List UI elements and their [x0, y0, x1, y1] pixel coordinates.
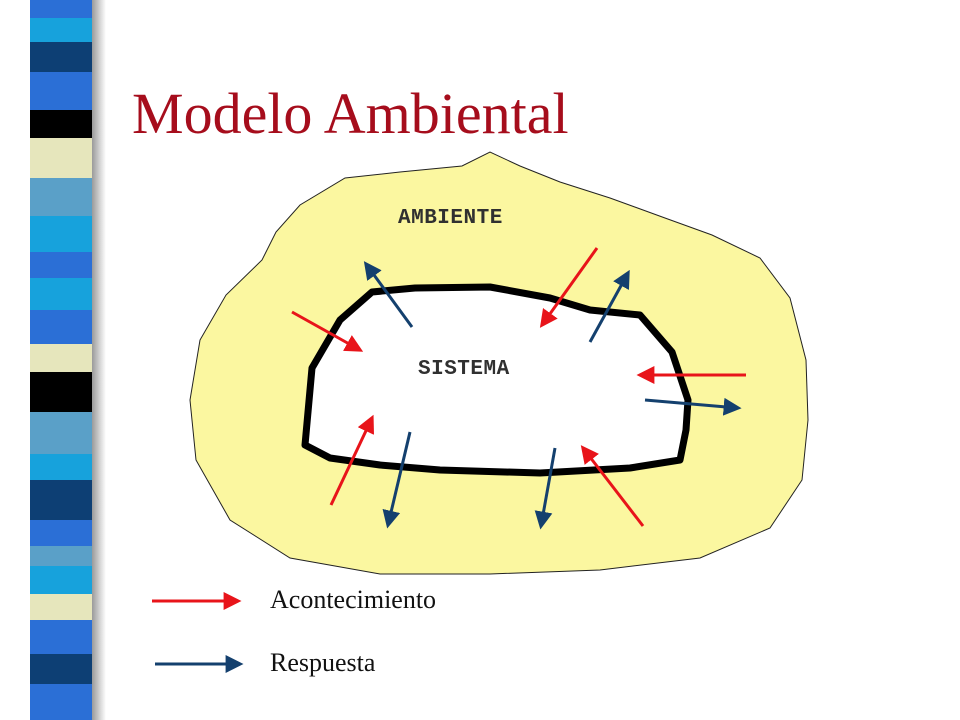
- decorative-stripe: [30, 0, 92, 720]
- event-arrow: [329, 414, 375, 506]
- response-arrow: [363, 261, 414, 328]
- event-arrow: [291, 310, 364, 352]
- legend-event-label: Acontecimiento: [270, 585, 437, 614]
- response-arrow: [534, 447, 557, 530]
- event-arrow: [580, 445, 645, 527]
- response-arrow: [382, 431, 412, 529]
- response-arrow: [644, 397, 742, 416]
- slide-title: Modelo Ambiental: [132, 81, 569, 146]
- legend-response-label: Respuesta: [270, 648, 376, 677]
- system-boundary: [301, 283, 692, 477]
- environment-label: AMBIENTE: [398, 207, 503, 230]
- stripe-shadow: [92, 0, 106, 720]
- system-label: SISTEMA: [418, 358, 510, 381]
- event-arrow: [539, 247, 599, 328]
- response-arrow: [588, 269, 630, 343]
